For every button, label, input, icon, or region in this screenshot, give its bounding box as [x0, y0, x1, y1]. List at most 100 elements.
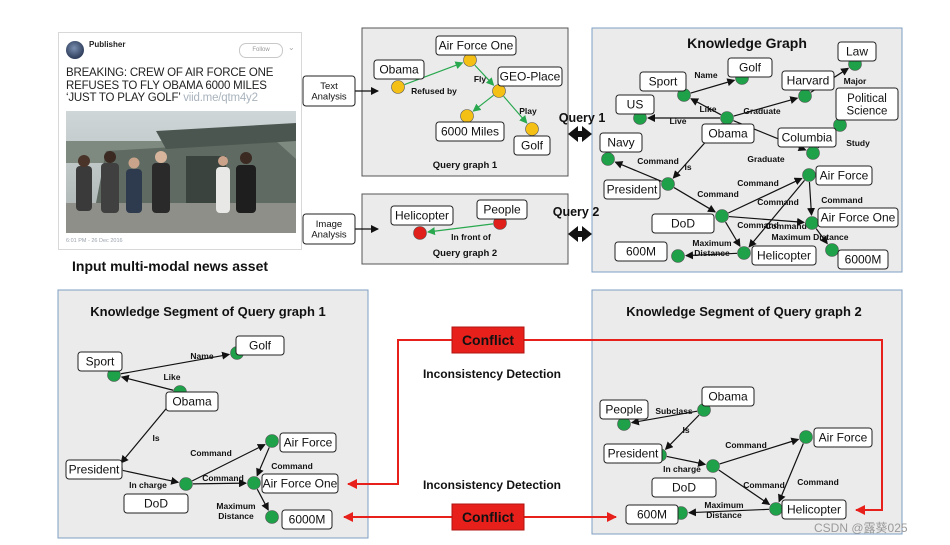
- kg-edge-label: Command: [637, 156, 679, 166]
- kg-edge-dod-airforce: [728, 177, 803, 214]
- seg1-edge-label: Distance: [218, 511, 254, 521]
- seg1-node-president-label: President: [69, 463, 120, 477]
- qg1-node-af1: Air Force One: [435, 35, 517, 56]
- kg-edge-label: Live: [669, 116, 686, 126]
- conflict-1-label: Conflict: [462, 332, 514, 348]
- seg1-node-dod-label: DoD: [144, 497, 168, 511]
- qg1-dot-miles: [460, 109, 474, 123]
- kg-node-dod: DoD: [651, 213, 715, 234]
- kg-edge-label: Major: [844, 76, 867, 86]
- seg1-node-dod: DoD: [123, 493, 189, 514]
- kg-node-heli-frame: [751, 245, 817, 266]
- seg1-dot-af1: [247, 476, 261, 490]
- kg-node-af1-label: Air Force One: [821, 211, 896, 225]
- qg1-node-golf-label: Golf: [521, 139, 544, 153]
- seg2-node-obama-label: Obama: [708, 390, 748, 404]
- seg1-edge-label: Is: [152, 433, 159, 443]
- seg1-edge-af1-6000m: [256, 488, 269, 511]
- text-analysis-box-frame: [302, 75, 356, 107]
- seg1-node-airforce-label: Air Force: [284, 436, 333, 450]
- kg-node-af1: Air Force One: [817, 207, 899, 228]
- kg-dot-600m: [671, 249, 685, 263]
- kg-dot-heli: [737, 246, 751, 260]
- kg-node-polsci-label: Science: [847, 105, 888, 117]
- kg-node-obama: Obama: [701, 123, 755, 144]
- qg1-edge-label: Refused by: [411, 86, 457, 96]
- seg2-edge-president-dod: [666, 455, 707, 467]
- kg-node-us-label: US: [627, 98, 644, 112]
- image-analysis-box-label: Image: [316, 219, 342, 230]
- kg-edge-label: Distance: [694, 248, 730, 258]
- seg1-dot-6000m: [265, 510, 279, 524]
- qg2-node-people: People: [476, 199, 528, 220]
- qg1-edge-geo-golf: [503, 95, 528, 124]
- kg-node-6000m-frame: [837, 249, 889, 270]
- qg1-node-miles-label: 6000 Miles: [441, 125, 499, 139]
- seg1-node-golf: Golf: [235, 335, 285, 356]
- seg1-edge-label: Command: [190, 448, 232, 458]
- seg2-node-obama: Obama: [701, 386, 755, 407]
- seg1-node-6000m-label: 6000M: [289, 513, 326, 527]
- kg-dot-af1: [805, 216, 819, 230]
- kg-edge-airforce-heli: [748, 179, 805, 248]
- segment-1-title: Knowledge Segment of Query graph 1: [90, 304, 325, 319]
- seg2-node-president-frame: [603, 443, 663, 464]
- chevron-down-icon[interactable]: ⌄: [288, 43, 295, 52]
- seg2-edge-obama-people: [630, 410, 698, 426]
- qg2-dot-heli: [413, 226, 427, 240]
- seg2-node-heli-frame: [781, 499, 847, 520]
- qg1-node-af1-label: Air Force One: [439, 39, 514, 53]
- qg2-node-heli-label: Helicopter: [395, 209, 449, 223]
- query-2-label: Query 2: [553, 205, 600, 219]
- follow-button[interactable]: Follow: [239, 43, 283, 58]
- seg2-edge-label: Subclass: [655, 406, 693, 416]
- inconsistency-detection-2: Inconsistency Detection: [423, 478, 561, 492]
- kg-node-golf-frame: [727, 57, 773, 78]
- kg-node-navy-frame: [599, 132, 643, 153]
- kg-edge-label: Maximum: [692, 238, 732, 248]
- segment-1-panel: [57, 289, 369, 539]
- kg-edge-dod-heli: [725, 221, 741, 247]
- kg-edge-label: Graduate: [743, 106, 781, 116]
- qg2-node-people-label: People: [483, 203, 521, 217]
- kg-node-sport-frame: [639, 71, 687, 92]
- kg-edge-label: Graduate: [747, 154, 785, 164]
- seg2-node-obama-frame: [701, 386, 755, 407]
- kg-node-600m-label: 600M: [626, 245, 656, 259]
- news-tweet-card: Publisher Follow ⌄ BREAKING: CREW OF AIR…: [58, 32, 302, 250]
- qg2-edge-label: In front of: [451, 232, 491, 242]
- kg-node-law-frame: [837, 41, 877, 62]
- seg1-node-obama-frame: [165, 391, 219, 412]
- seg1-node-airforce: Air Force: [279, 432, 337, 453]
- seg2-edge-label: Command: [797, 477, 839, 487]
- conflict-1-arrow-right: [524, 339, 883, 515]
- seg2-node-people: People: [599, 399, 649, 420]
- kg-node-navy-label: Navy: [607, 136, 634, 150]
- qg1-node-obama-label: Obama: [379, 63, 419, 77]
- image-analysis-box-frame: [302, 213, 356, 245]
- seg1-node-airforce-frame: [279, 432, 337, 453]
- seg2-node-heli-label: Helicopter: [787, 503, 841, 517]
- kg-node-dod-label: DoD: [671, 217, 695, 231]
- inconsistency-detection-1: Inconsistency Detection: [423, 367, 561, 381]
- kg-dot-navy: [601, 152, 615, 166]
- kg-edge-heli-600m: [684, 251, 738, 260]
- seg2-edge-label: Maximum: [704, 500, 744, 510]
- seg1-node-af1-label: Air Force One: [263, 477, 338, 491]
- kg-node-sport: Sport: [639, 71, 687, 92]
- qg1-edge-af1-geo: [474, 64, 495, 86]
- headline-link[interactable]: viid.me/qtm4y2: [183, 92, 258, 104]
- qg1-edge-geo-miles: [472, 94, 494, 112]
- kg-node-af1-frame: [817, 207, 899, 228]
- qg1-node-af1-frame: [435, 35, 517, 56]
- kg-dot-harvard: [798, 89, 812, 103]
- seg2-edge-label: Command: [743, 480, 785, 490]
- headline-text: BREAKING: CREW OF AIR FORCE ONE REFUSES …: [66, 67, 274, 104]
- kg-node-600m-frame: [614, 241, 668, 262]
- seg1-node-sport-label: Sport: [86, 355, 115, 369]
- kg-edge-label: Command: [765, 221, 807, 231]
- seg1-node-dod-frame: [123, 493, 189, 514]
- kg-dot-6000m: [825, 243, 839, 257]
